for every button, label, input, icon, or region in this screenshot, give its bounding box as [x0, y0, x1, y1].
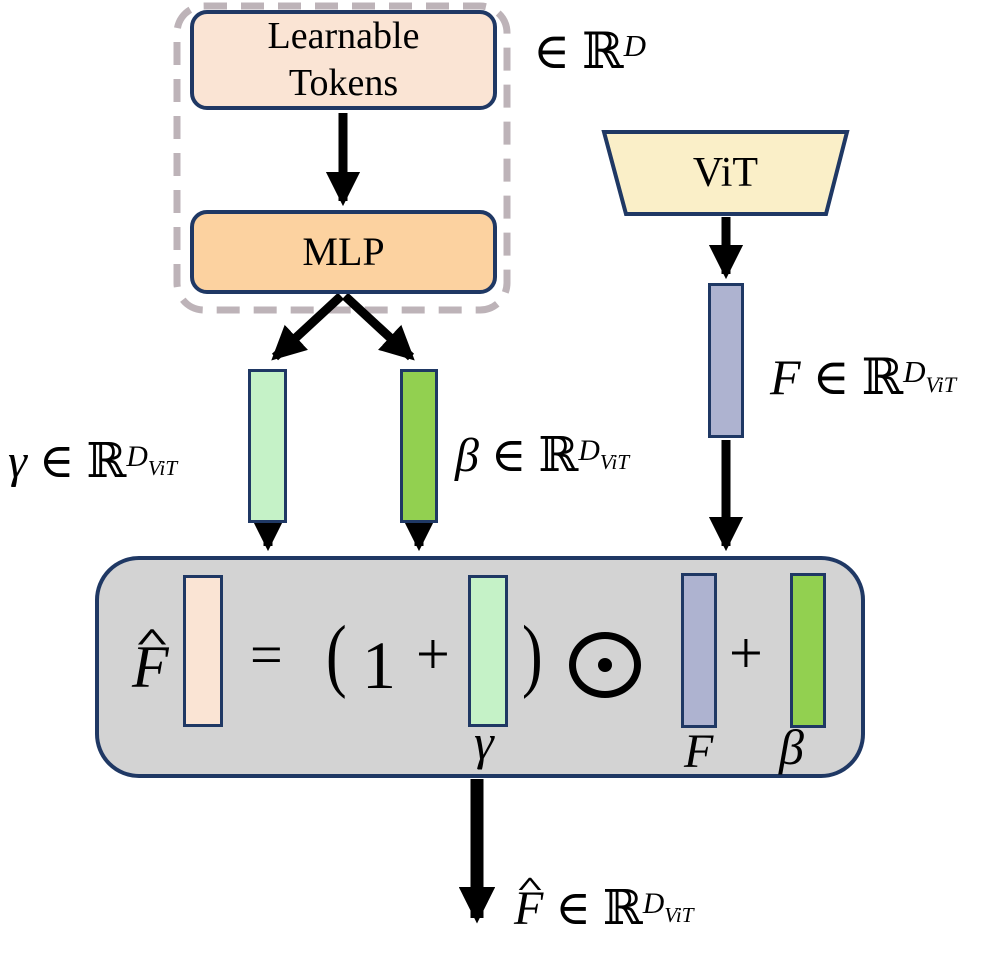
plus-sign-2: +	[729, 620, 763, 686]
equation-lhs-fhat: ^F	[132, 621, 170, 700]
open-paren: (	[326, 610, 347, 700]
learnable-tokens-label-line1: Learnable	[267, 15, 420, 58]
f-dimension-label: F∈ℝDViT	[770, 348, 957, 406]
close-paren: )	[522, 610, 543, 700]
gamma-dimension-label: γ∈ℝDViT	[8, 433, 178, 489]
vit-node-label: ViT	[692, 150, 759, 196]
beta-vector-bar-equation	[790, 573, 826, 728]
gamma-symbol-label: γ	[474, 714, 494, 770]
arrow-mlp-to-gamma	[271, 292, 345, 361]
beta-dimension-label: β∈ℝDViT	[455, 427, 630, 483]
tokens-dimension-label: ∈ℝD	[533, 22, 646, 80]
f-symbol-label: F	[684, 725, 714, 778]
f-vector-bar-equation	[681, 573, 717, 728]
f-vector-bar	[708, 283, 744, 438]
beta-symbol-label: β	[779, 719, 804, 775]
plus-sign-1: +	[416, 621, 450, 687]
odot-icon	[569, 632, 641, 698]
learnable-tokens-label-line2: Tokens	[288, 62, 399, 104]
mlp-label: MLP	[302, 229, 385, 275]
beta-vector-bar	[400, 369, 438, 523]
equals-sign: =	[250, 622, 283, 687]
mlp-node: MLP	[190, 210, 497, 294]
learnable-tokens-node: Learnable Tokens	[190, 10, 497, 110]
gamma-vector-bar	[248, 369, 287, 523]
output-dimension-label: ^F∈ℝDViT	[514, 872, 694, 936]
constant-one: 1	[362, 627, 396, 703]
gamma-vector-bar-equation	[468, 575, 508, 727]
arrow-mlp-to-beta	[341, 292, 415, 361]
fhat-vector-bar-equation	[183, 575, 223, 727]
